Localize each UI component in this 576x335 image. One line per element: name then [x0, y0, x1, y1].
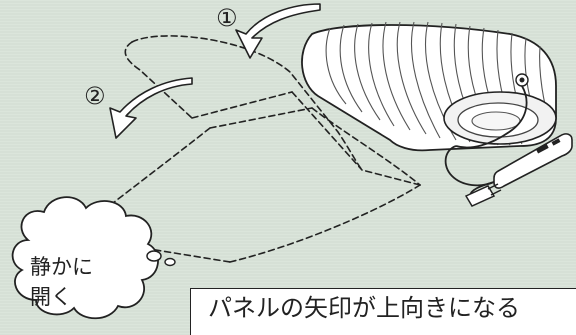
curved-arrow-icon [109, 77, 193, 139]
step-1-label: ① [216, 4, 238, 32]
step-2-label: ② [84, 82, 106, 110]
speech-bubble [11, 196, 176, 320]
controller-icon [493, 133, 573, 189]
bubble-line-2: 開く [30, 285, 72, 309]
caption-text: パネルの矢印が上向きになる [208, 294, 520, 322]
power-plug-icon [464, 183, 502, 207]
curved-arrow-icon [235, 3, 321, 59]
bubble-text: 静かに 開く [30, 252, 140, 312]
caption-box [190, 288, 576, 335]
rolled-heated-panel [301, 21, 557, 152]
bubble-line-1: 静かに [30, 255, 93, 279]
